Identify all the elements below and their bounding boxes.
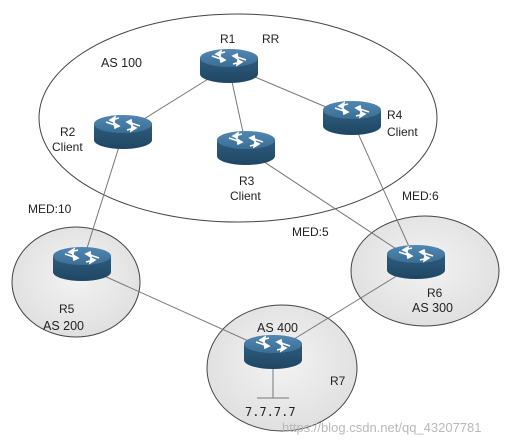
router-r1[interactable] <box>200 49 258 83</box>
router-r4-name: R4 <box>387 108 403 122</box>
router-r7-name: R7 <box>330 374 346 388</box>
link-r6-r7 <box>272 263 417 353</box>
as200-label: AS 200 <box>43 319 84 333</box>
router-r1-role: RR <box>262 32 280 46</box>
router-r4-role: Client <box>387 125 418 139</box>
med-r2-label: MED:10 <box>28 202 72 216</box>
router-top <box>53 247 111 265</box>
med-r4-label: MED:6 <box>402 189 439 203</box>
link-r5-r7 <box>81 265 274 353</box>
router-top <box>200 49 258 67</box>
as-labels: AS 100 AS 200 AS 300 AS 400 <box>43 56 453 335</box>
router-r7[interactable] <box>244 335 302 369</box>
router-top <box>244 335 302 353</box>
router-r5[interactable] <box>53 247 111 281</box>
as400-label: AS 400 <box>257 321 298 335</box>
router-r2-name: R2 <box>60 125 76 139</box>
as100-region <box>38 13 438 223</box>
watermark-text: https://blog.csdn.net/qq_43207781 <box>282 420 482 435</box>
link-r3-r6 <box>245 149 417 263</box>
med-r3-label: MED:5 <box>292 225 329 239</box>
router-r3-name: R3 <box>239 174 255 188</box>
router-top <box>323 101 381 119</box>
router-arrows-icon <box>334 101 370 119</box>
router-r3[interactable] <box>217 131 275 165</box>
as100-label: AS 100 <box>101 56 142 70</box>
router-r3-role: Client <box>230 189 261 203</box>
router-r4[interactable] <box>323 101 381 135</box>
router-top <box>387 245 445 263</box>
router-top <box>94 115 152 133</box>
router-arrows-icon <box>211 49 247 67</box>
router-arrows-icon <box>228 131 264 149</box>
router-arrows-icon <box>255 335 291 353</box>
as300-label: AS 300 <box>412 301 453 315</box>
router-labels: R1 RR R2 Client R3 Client R4 Client R5 R… <box>52 32 443 388</box>
router-top <box>217 131 275 149</box>
router-arrows-icon <box>105 115 141 133</box>
router-arrows-icon <box>398 245 434 263</box>
link-r2-r5 <box>81 133 124 265</box>
router-r6-name: R6 <box>427 286 443 300</box>
link-r4-r6 <box>351 119 417 263</box>
router-r2-role: Client <box>52 140 83 154</box>
router-arrows-icon <box>64 247 100 265</box>
loopback-address: 7.7.7.7 <box>245 405 296 419</box>
router-r6[interactable] <box>387 245 445 279</box>
router-r1-name: R1 <box>220 32 236 46</box>
router-r5-name: R5 <box>59 302 75 316</box>
med-annotations: MED:10 MED:5 MED:6 <box>28 189 439 239</box>
router-r2[interactable] <box>94 115 152 149</box>
